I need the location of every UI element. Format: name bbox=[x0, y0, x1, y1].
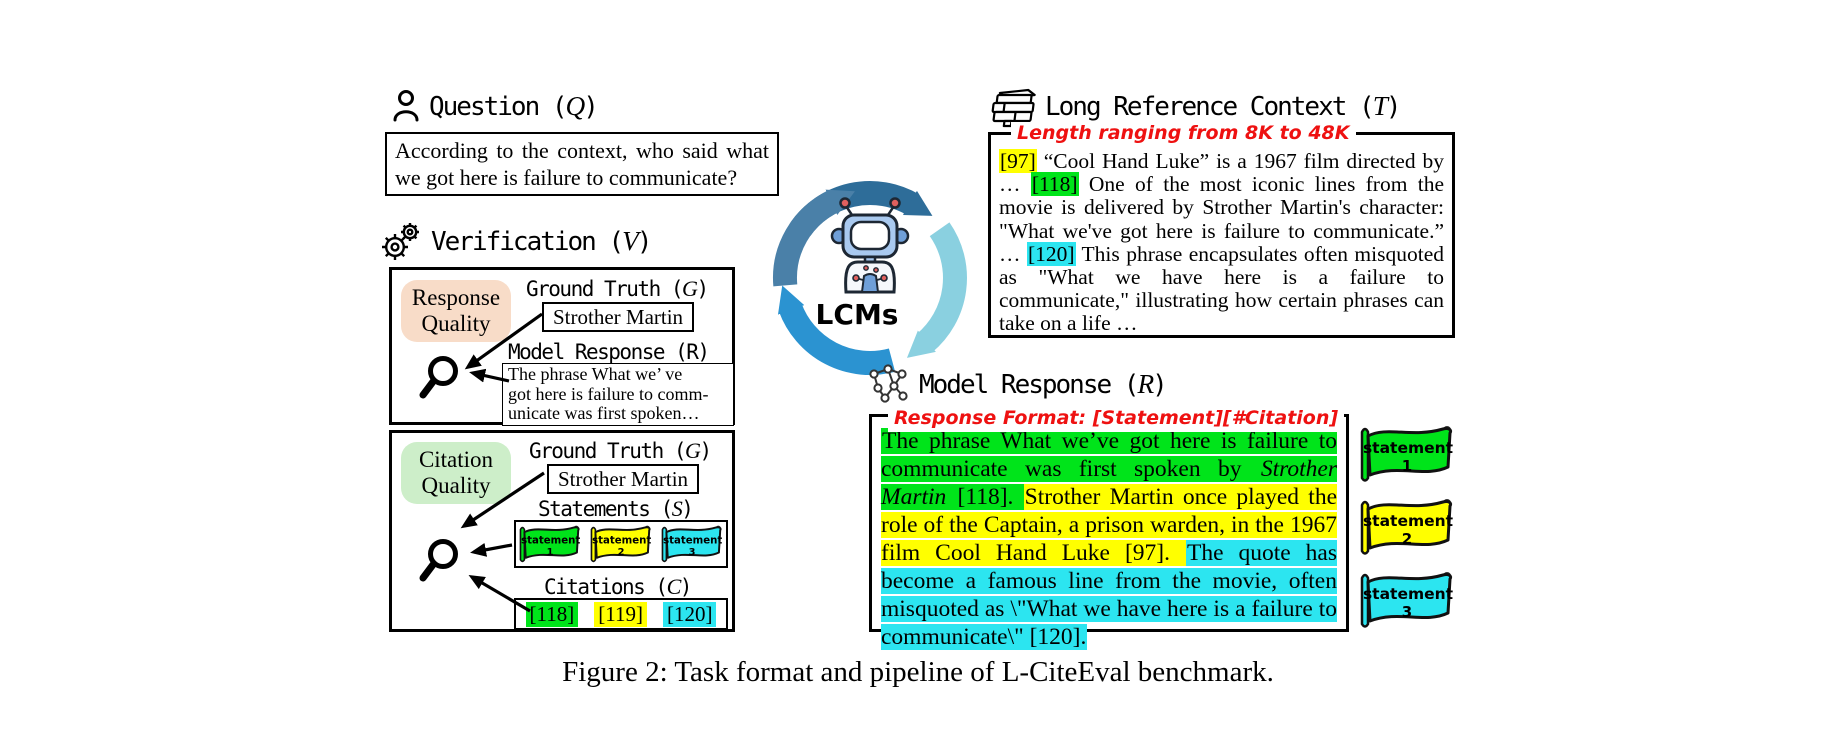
svg-text:statement: statement bbox=[1363, 439, 1454, 457]
response-quality-panel: Response Quality Ground Truth (G) Stroth… bbox=[389, 267, 735, 426]
statements-box: statement 1 statement 2 statement 3 bbox=[514, 520, 728, 568]
context-box: Length ranging from 8K to 48K [97] “Cool… bbox=[988, 122, 1455, 338]
statement-flag: statement 2 bbox=[1360, 499, 1454, 555]
response-header: Model Response (R) bbox=[866, 364, 1168, 404]
response-title: Model Response (R) bbox=[919, 368, 1168, 400]
ground-truth-value: Strother Martin bbox=[542, 302, 695, 332]
context-note: Length ranging from 8K to 48K bbox=[1011, 122, 1356, 146]
citation-quality-panel: Citation Quality Ground Truth (G) Stroth… bbox=[389, 430, 735, 632]
question-title: Question (Q) bbox=[429, 90, 599, 122]
response-quality-badge: Response Quality bbox=[401, 280, 511, 342]
svg-text:statement: statement bbox=[592, 535, 651, 546]
svg-text:statement: statement bbox=[1363, 512, 1454, 530]
svg-text:2: 2 bbox=[618, 547, 625, 558]
statement-flag: statement 1 bbox=[1360, 426, 1454, 482]
model-response-title: Model Response (R) bbox=[508, 340, 710, 364]
svg-text:3: 3 bbox=[1402, 603, 1412, 621]
network-icon bbox=[869, 364, 908, 403]
context-title: Long Reference Context (T) bbox=[1045, 90, 1402, 122]
svg-text:1: 1 bbox=[547, 547, 554, 558]
response-note: Response Format: [Statement][#Citation] bbox=[888, 404, 1345, 432]
svg-text:3: 3 bbox=[689, 547, 696, 558]
statement-flag: statement 1 bbox=[519, 525, 580, 563]
citation-chip: [120] bbox=[662, 601, 717, 627]
gear-big bbox=[382, 234, 408, 260]
cycle-arrow-bottom bbox=[777, 285, 896, 375]
statement-flags: statement 1 statement 2 statement 3 bbox=[1357, 422, 1457, 632]
citations-title: Citations (C) bbox=[544, 574, 692, 599]
magnifier-icon bbox=[419, 356, 458, 399]
citation-chip: [119] bbox=[594, 601, 647, 627]
robot-icon bbox=[830, 197, 910, 294]
cycle-arrow-left bbox=[772, 189, 855, 287]
books-icon bbox=[991, 88, 1036, 128]
response-box: Response Format: [Statement][#Citation] … bbox=[869, 404, 1349, 650]
statement-flag: statement 3 bbox=[1360, 572, 1454, 628]
verification-header: Verification (V) bbox=[380, 220, 652, 262]
lcm-cycle: LCMs bbox=[772, 181, 967, 375]
figure-caption: Figure 2: Task format and pipeline of L-… bbox=[562, 656, 1274, 688]
lcms-label: LCMs bbox=[816, 298, 899, 331]
citation-quality-badge: Citation Quality bbox=[401, 442, 511, 504]
svg-text:statement: statement bbox=[1363, 585, 1454, 603]
question-header: Question (Q) bbox=[392, 90, 599, 122]
question-box: According to the context, who said what … bbox=[385, 132, 779, 196]
magnifier-icon bbox=[419, 539, 458, 582]
gears-icon bbox=[382, 223, 419, 260]
svg-text:2: 2 bbox=[1402, 530, 1412, 548]
svg-text:statement: statement bbox=[521, 535, 580, 546]
statements-title: Statements (S) bbox=[538, 496, 694, 521]
verification-title: Verification (V) bbox=[431, 225, 652, 257]
ground-truth-title: Ground Truth (G) bbox=[526, 276, 709, 301]
citation-chip: [118] bbox=[525, 601, 579, 627]
cycle-arrow-right bbox=[906, 222, 967, 358]
person-icon bbox=[393, 90, 419, 122]
gear-small bbox=[401, 223, 419, 241]
ground-truth-value: Strother Martin bbox=[547, 464, 700, 494]
citations-box: [118] [119] [120] bbox=[514, 598, 728, 630]
ground-truth-title: Ground Truth (G) bbox=[529, 438, 712, 463]
response-text: The phrase What we’ve got here is failur… bbox=[881, 428, 1337, 650]
svg-text:statement: statement bbox=[663, 535, 722, 546]
statement-flag: statement 3 bbox=[661, 525, 722, 563]
context-header: Long Reference Context (T) bbox=[984, 84, 1402, 128]
statement-flag: statement 2 bbox=[590, 525, 651, 563]
context-text: [97] “Cool Hand Luke” is a 1967 film dir… bbox=[999, 149, 1445, 336]
svg-text:1: 1 bbox=[1402, 457, 1412, 475]
